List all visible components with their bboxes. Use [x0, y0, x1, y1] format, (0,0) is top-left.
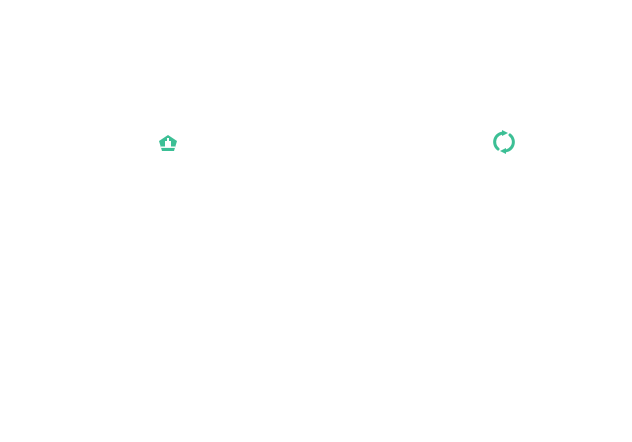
pentagon-house-button[interactable]: [155, 130, 181, 156]
pentagon-house-icon: [158, 134, 178, 152]
refresh-icon: [492, 129, 516, 155]
refresh-button[interactable]: [489, 127, 519, 157]
